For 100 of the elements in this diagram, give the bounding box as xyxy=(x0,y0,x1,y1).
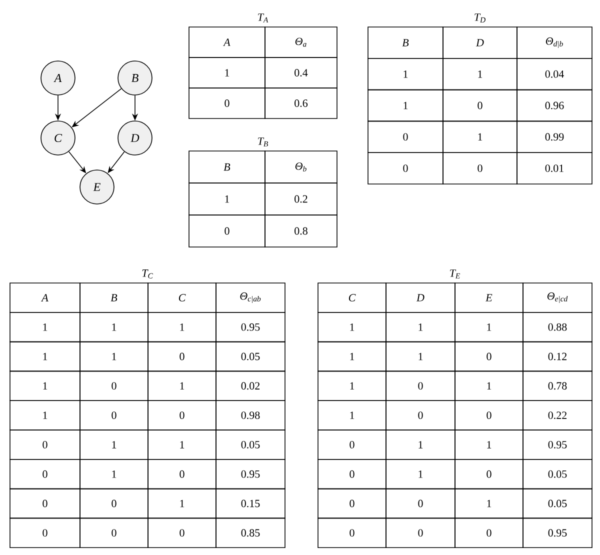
table-cell: 0.05 xyxy=(216,341,286,372)
table-cell: 0.78 xyxy=(522,370,592,401)
table-cell: 1 xyxy=(148,312,216,342)
table-cell: 0.99 xyxy=(516,120,592,153)
table-cell: 0 xyxy=(80,400,148,430)
table-cell: A xyxy=(188,26,266,58)
table-cell: 0.12 xyxy=(522,341,592,372)
table-cell: 0 xyxy=(148,518,216,548)
table-cell: 0 xyxy=(442,152,518,184)
table-cell: 0 xyxy=(454,341,524,372)
table-cell: 1 xyxy=(148,370,216,401)
table-cell: 1 xyxy=(80,430,148,460)
table-cell: 0 xyxy=(454,518,524,548)
table-cell: 0.85 xyxy=(216,518,286,548)
table-cell: 1 xyxy=(80,341,148,372)
table-cell: 0 xyxy=(10,488,80,519)
table-cell: 0 xyxy=(80,488,148,519)
table-cell: B xyxy=(188,150,266,184)
table-cell: 0 xyxy=(368,152,444,184)
table-cell: 1 xyxy=(318,400,386,430)
table-cell: 1 xyxy=(454,370,524,401)
table-cell: 0 xyxy=(386,518,456,548)
table-cell: 0.22 xyxy=(522,400,592,430)
table-cell: 0.04 xyxy=(516,58,592,90)
table-cell: Θ$_{d|b}$ xyxy=(516,26,592,59)
table-cell: B xyxy=(80,282,148,313)
table-title: T$_{C}$ xyxy=(142,270,153,278)
table-cell: E xyxy=(454,282,524,313)
table-cell: C xyxy=(318,282,386,313)
table-cell: 1 xyxy=(368,58,444,90)
table-cell: 0.05 xyxy=(216,430,286,460)
table-cell: 1 xyxy=(318,370,386,401)
table-cell: 1 xyxy=(386,312,456,342)
table-title: T$_{D}$ xyxy=(474,14,486,22)
table-cell: 1 xyxy=(442,58,518,90)
table-cell: 0 xyxy=(386,370,456,401)
table-cell: 1 xyxy=(10,400,80,430)
table-cell: 0.95 xyxy=(216,312,286,342)
table-cell: 0 xyxy=(454,459,524,490)
table-cell: Θ$_{c|ab}$ xyxy=(216,282,286,313)
table-cell: 1 xyxy=(368,89,444,122)
table-cell: 0.2 xyxy=(264,182,338,216)
table-cell: 0 xyxy=(10,430,80,460)
table-cell: 1 xyxy=(188,57,266,88)
table-cell: 1 xyxy=(10,370,80,401)
table-cell: 0.05 xyxy=(522,488,592,519)
table-cell: 0.8 xyxy=(264,214,338,248)
table-cell: 0 xyxy=(318,488,386,519)
table-cell: 1 xyxy=(454,312,524,342)
table-cell: 1 xyxy=(454,430,524,460)
table-cell: C xyxy=(148,282,216,313)
table-cell: 0 xyxy=(318,518,386,548)
table-cell: 0.02 xyxy=(216,370,286,401)
table-cell: 0 xyxy=(10,518,80,548)
table-cell: 1 xyxy=(386,341,456,372)
table-cell: 0.98 xyxy=(216,400,286,430)
table-cell: 1 xyxy=(80,312,148,342)
table-cell: 1 xyxy=(80,459,148,490)
table-cell: 0 xyxy=(318,459,386,490)
table-cell: 1 xyxy=(148,430,216,460)
table-cell: Θ$_{e|cd}$ xyxy=(522,282,592,313)
table-cell: 0 xyxy=(368,120,444,153)
table-cell: D xyxy=(386,282,456,313)
table-title: T$_{A}$ xyxy=(258,14,268,22)
table-cell: 1 xyxy=(386,430,456,460)
table-cell: 0.01 xyxy=(516,152,592,184)
table-cell: 1 xyxy=(442,120,518,153)
table-cell: 0.95 xyxy=(522,430,592,460)
table-cell: 0.05 xyxy=(522,459,592,490)
table-cell: 0 xyxy=(454,400,524,430)
table-cell: 0 xyxy=(188,214,266,248)
table-cell: 0 xyxy=(318,430,386,460)
table-cell: 0 xyxy=(10,459,80,490)
table-cell: 1 xyxy=(10,341,80,372)
table-cell: 0 xyxy=(148,459,216,490)
table-cell: 0 xyxy=(386,488,456,519)
table-cell: 1 xyxy=(188,182,266,216)
table-cell: B xyxy=(368,26,444,59)
table-title: T$_{B}$ xyxy=(258,138,268,146)
table-cell: D xyxy=(442,26,518,59)
table-cell: 1 xyxy=(10,312,80,342)
table-cell: 0 xyxy=(148,400,216,430)
table-cell: 1 xyxy=(318,312,386,342)
table-cell: 1 xyxy=(454,488,524,519)
table-cell: 0.95 xyxy=(216,459,286,490)
table-cell: 0.15 xyxy=(216,488,286,519)
table-cell: 0.4 xyxy=(264,57,338,88)
table-cell: 1 xyxy=(148,488,216,519)
table-cell: 0 xyxy=(80,370,148,401)
table-cell: 0 xyxy=(80,518,148,548)
table-cell: 0 xyxy=(188,88,266,119)
table-cell: Θ$_{a}$ xyxy=(264,26,338,58)
table-cell: 0.96 xyxy=(516,89,592,122)
table-cell: 1 xyxy=(386,459,456,490)
table-cell: Θ$_{b}$ xyxy=(264,150,338,184)
table-cell: 0 xyxy=(442,89,518,122)
table-cell: 0.88 xyxy=(522,312,592,342)
table-cell: 0 xyxy=(386,400,456,430)
table-cell: 1 xyxy=(318,341,386,372)
table-cell: 0.6 xyxy=(264,88,338,119)
